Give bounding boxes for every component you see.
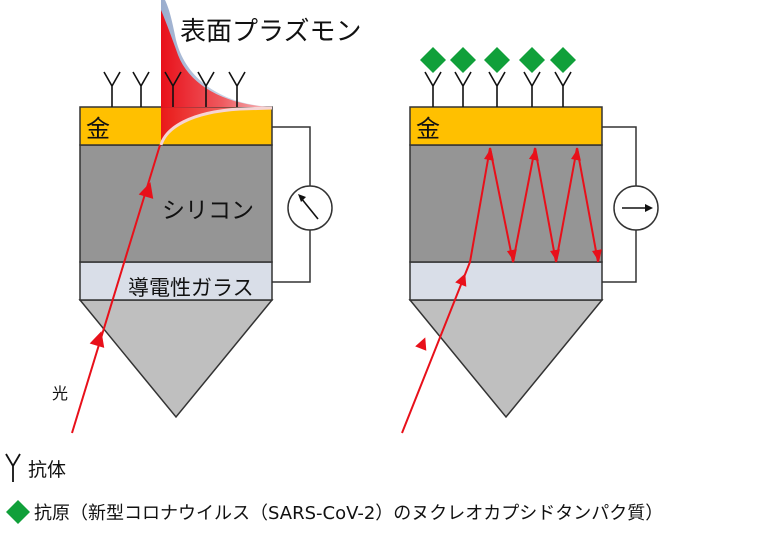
antibody-icon: [132, 71, 150, 107]
right-device: 金: [401, 47, 659, 434]
left-ammeter: [272, 126, 333, 283]
antigen-icon: [484, 47, 510, 73]
plasmon-title: 表面プラズモン: [180, 17, 361, 47]
left-device: 表面プラズモン 金 シリコン 導電性ガラス 光: [52, 0, 361, 434]
right-ammeter: [602, 126, 659, 283]
antibody-icon: [197, 71, 215, 107]
left-conductive-glass-layer: [79, 261, 273, 301]
antigen-icon: [519, 47, 545, 73]
right-antibodies: [424, 71, 572, 107]
right-silicon-layer: [409, 144, 603, 263]
antibody-icon: [5, 453, 21, 482]
gold-label-right: 金: [416, 115, 440, 143]
right-glass-layer: [409, 261, 603, 301]
right-light-ray: [401, 147, 599, 434]
light-label: 光: [52, 384, 68, 403]
right-prism: [408, 299, 604, 419]
antigen-icon: [550, 47, 576, 73]
right-antigens: [420, 47, 576, 73]
legend-antibody-label: 抗体: [28, 459, 66, 481]
left-prism: [78, 299, 274, 419]
antibody-icon: [228, 71, 246, 107]
right-gold-layer: [409, 106, 603, 146]
legend: 抗体 抗原（新型コロナウイルス（SARS-CoV-2）のヌクレオカプシドタンパク…: [5, 453, 663, 524]
silicon-label: シリコン: [162, 198, 254, 224]
conductive-glass-label: 導電性ガラス: [128, 276, 254, 300]
antigen-icon: [6, 500, 30, 524]
left-antibodies: [103, 71, 246, 107]
right-ray-arrowheads: [415, 148, 602, 351]
antigen-icon: [420, 47, 446, 73]
legend-antigen-label: 抗原（新型コロナウイルス（SARS-CoV-2）のヌクレオカプシドタンパク質）: [34, 503, 663, 524]
left-light-ray: [71, 144, 161, 434]
surface-plasmon-field: [159, 0, 273, 146]
antigen-icon: [450, 47, 476, 73]
gold-label-left: 金: [86, 115, 110, 143]
left-silicon-layer: [79, 144, 273, 263]
antibody-icon: [103, 71, 121, 107]
antibody-icon: [164, 71, 182, 107]
